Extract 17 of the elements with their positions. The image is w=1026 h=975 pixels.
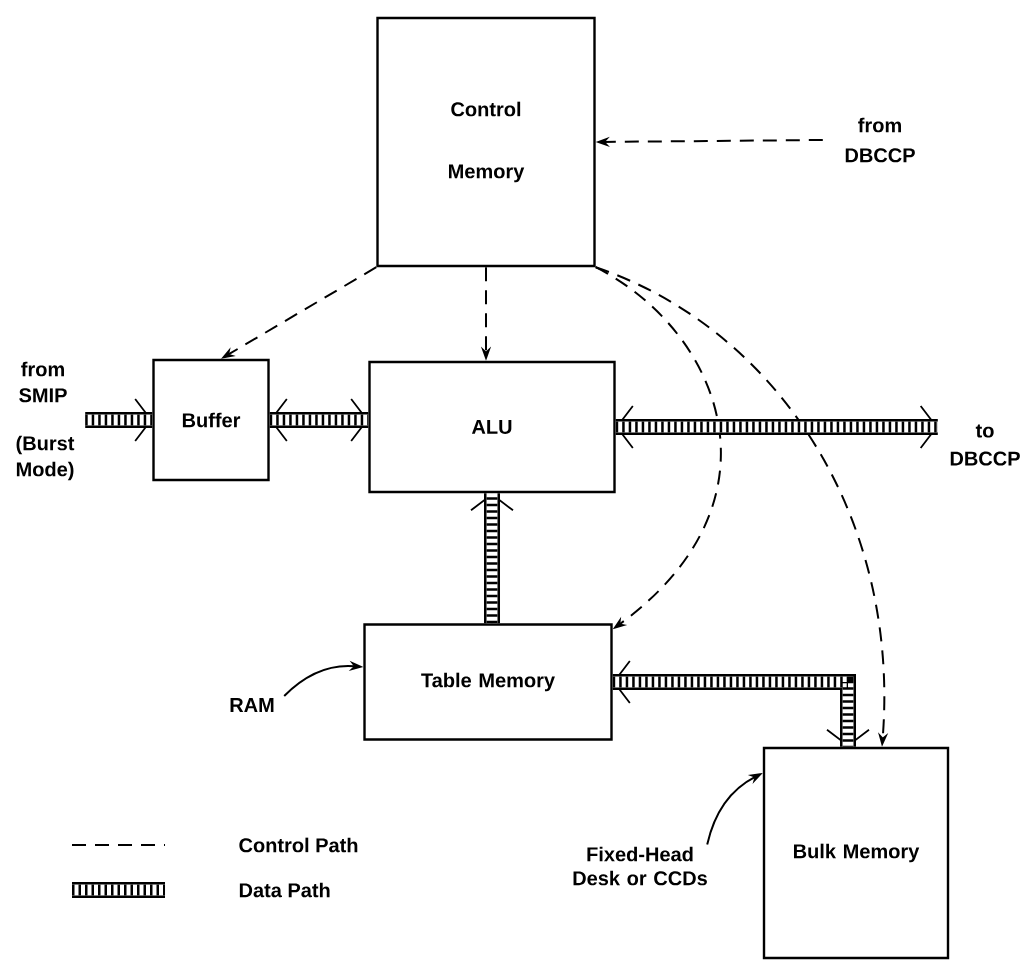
note-label: (Burst Mode) [16, 435, 75, 481]
legend-text: Data Path [239, 882, 330, 898]
legend-text: Control Path [239, 837, 358, 853]
alu-box: ALU [368, 360, 616, 494]
arrow [470, 493, 514, 625]
destination-label: to DBCCP [950, 424, 1020, 466]
callout-label: RAM [230, 698, 274, 712]
memory-box: Control Memory [376, 16, 596, 268]
arrow [612, 660, 870, 747]
callout-label: Fixed-Head Desk or CCDs [573, 846, 707, 886]
memory-box: Table Memory [363, 623, 613, 741]
arrow [269, 398, 369, 442]
buffer-box: Buffer [152, 358, 270, 482]
arrow [615, 405, 938, 449]
source-label: from SMIP [19, 361, 67, 403]
source-label: from DBCCP [845, 117, 915, 163]
memory-box: Bulk Memory [762, 746, 950, 960]
